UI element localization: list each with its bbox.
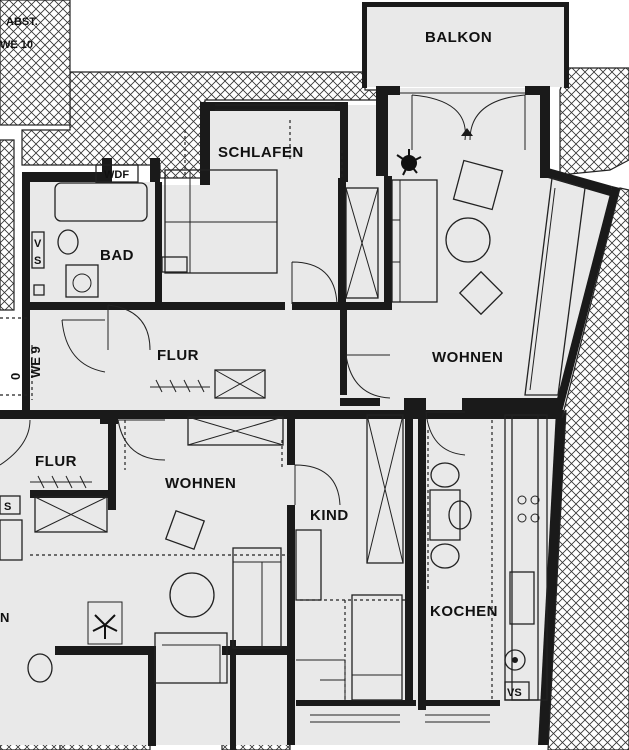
kitchen-chair-right — [448, 500, 472, 530]
window-bottom-kind — [310, 714, 400, 723]
door-schlafen — [291, 261, 338, 305]
label-we9: WE 9 — [28, 346, 43, 378]
toilet-bottom-left — [27, 653, 53, 683]
lamp-marker — [461, 128, 473, 136]
left-cabinet — [0, 519, 23, 561]
label-wohnen-top: WOHNEN — [432, 349, 503, 366]
hatched-area-left — [0, 139, 15, 311]
label-o-mark: 0 — [8, 373, 23, 380]
label-vs-kitchen: VS — [507, 687, 522, 699]
kitchen-chair-top — [430, 462, 460, 488]
bed-pillows — [165, 170, 277, 273]
balcony-door-swing — [411, 94, 526, 150]
shoe-cabinet-top-x — [214, 369, 266, 399]
armchair-bottom — [154, 632, 228, 684]
door-entrance-top — [61, 319, 106, 373]
label-abst-1: ABST. — [6, 16, 38, 28]
nightstand — [161, 256, 188, 273]
wardrobe-kind-x — [366, 414, 404, 564]
door-bad — [107, 304, 151, 351]
flur-bottom-dash — [124, 420, 283, 470]
label-flur-top: FLUR — [157, 347, 199, 364]
hatched-area-top-right — [559, 67, 629, 176]
sofa-bottom — [232, 547, 282, 649]
toilet — [57, 229, 79, 255]
label-s-left: S — [4, 501, 11, 513]
wardrobe-schlafen — [345, 187, 379, 299]
balkon-floor — [366, 5, 566, 87]
door-kitchen — [425, 411, 466, 456]
vs-kitchen-box — [504, 681, 530, 701]
kitchen-round-appliance — [504, 649, 526, 671]
kitchen-round-appliance-dot — [512, 657, 518, 663]
hatched-area-right — [547, 187, 629, 750]
slanted-wall-lower — [538, 410, 566, 745]
label-vs-bad-s: S — [34, 255, 41, 267]
door-kind — [294, 464, 341, 506]
window-schlafen — [215, 104, 335, 111]
bed-kind — [351, 594, 403, 701]
door-wohnen — [345, 354, 391, 399]
hatched-area-top-left — [0, 0, 71, 126]
plant-icon — [396, 149, 422, 176]
door-flur-bottom — [117, 419, 166, 461]
kitchen-table — [429, 489, 461, 541]
label-n-left: N — [0, 610, 9, 625]
wardrobe-kind — [366, 414, 404, 564]
label-kochen: KOCHEN — [430, 603, 498, 620]
kitchen-chair-bottom — [430, 543, 460, 569]
diamond-stool-bottom — [164, 509, 206, 551]
label-balkon: BALKON — [425, 29, 492, 46]
label-vs-bad-v: V — [34, 238, 42, 250]
sink-basin — [72, 273, 92, 293]
exterior-walls — [0, 86, 612, 746]
sofa-bottom-cushions — [233, 561, 281, 648]
sink-bad — [65, 264, 99, 298]
sofa-top — [391, 179, 438, 303]
wdf-box — [95, 164, 139, 183]
kitchen-sink — [509, 571, 535, 625]
coat-rack-bottom — [30, 475, 92, 489]
bathtub — [54, 182, 148, 222]
flur-bottom-cabinet-x — [34, 496, 108, 533]
label-bad: BAD — [100, 247, 134, 264]
coat-rack-top — [150, 379, 210, 393]
room-lower-fill — [0, 410, 560, 745]
armchair-bottom-inner — [162, 644, 221, 683]
stove — [517, 495, 540, 523]
door-left-arc — [0, 419, 31, 466]
wardrobe-cross — [529, 187, 556, 391]
label-kind: KIND — [310, 507, 349, 524]
label-wdf: WDF — [104, 169, 129, 181]
diamond-stool — [458, 270, 504, 316]
s-box-left — [0, 495, 21, 515]
label-flur-bottom: FLUR — [35, 453, 77, 470]
shoe-cabinet-top — [214, 369, 266, 399]
shoe-cabinet-bottom-x — [187, 416, 284, 446]
round-table-bottom — [169, 572, 215, 618]
sofa-cushions — [392, 180, 401, 302]
vs-cabinet-bad — [31, 231, 45, 269]
window-bottom-kochen — [425, 714, 490, 723]
shoe-cabinet-bottom — [187, 416, 284, 446]
round-table-top — [445, 217, 491, 263]
shower-drain — [33, 284, 45, 296]
slanted-wall — [552, 186, 620, 420]
flur-bottom-cabinet — [34, 496, 108, 533]
plant-box-bottom — [87, 601, 123, 645]
label-abst-2: WE 10 — [0, 39, 33, 51]
wardrobe-slanted — [524, 177, 586, 396]
label-schlafen: SCHLAFEN — [218, 144, 304, 161]
label-wohnen-bottom: WOHNEN — [165, 475, 236, 492]
schlafen-dash — [184, 120, 343, 180]
plant-bottom-icon — [92, 614, 118, 639]
left-dashes — [0, 317, 33, 400]
room-upper-fill — [30, 88, 612, 410]
armchair — [452, 159, 504, 211]
kind-dash — [300, 599, 405, 700]
wardrobe-schlafen-x — [345, 187, 379, 299]
